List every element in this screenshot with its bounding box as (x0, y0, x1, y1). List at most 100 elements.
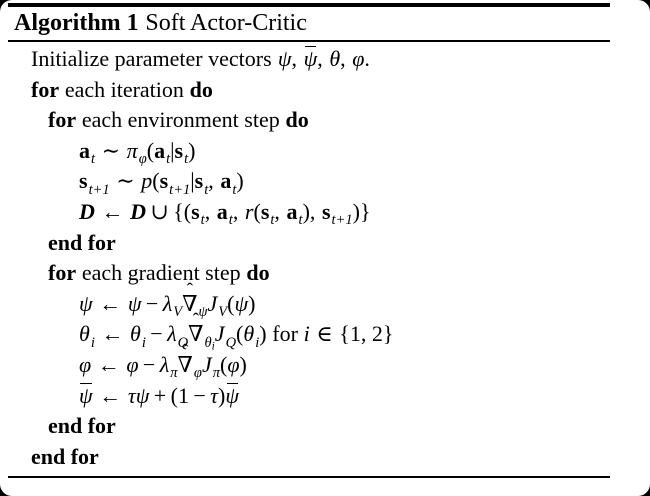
plus-operator: + (153, 382, 167, 408)
number-one: 1 (177, 382, 189, 408)
minus-operator: − (193, 382, 206, 408)
sub-t: t (270, 212, 275, 229)
comma: , (208, 168, 214, 194)
header-rule (8, 40, 610, 42)
comma: , (309, 198, 316, 224)
vec-s: s (79, 168, 88, 194)
sym-phi: φ (126, 351, 139, 377)
sub-pi: π (212, 365, 220, 382)
for-condition: each environment step (81, 107, 280, 133)
sym-theta: θ (204, 334, 212, 351)
sym-psi: ψ (79, 290, 93, 316)
minus-operator: − (150, 321, 163, 347)
rbrace: } (382, 321, 394, 347)
minus-operator: − (145, 290, 159, 316)
comma: , (340, 46, 346, 71)
set-one-two: 1, 2 (349, 321, 383, 347)
for-condition: each gradient step (81, 260, 241, 286)
rparen: ) (218, 382, 226, 408)
line-sample-action: at∼πφ(at|st) (0, 136, 650, 167)
for-keyword: for (48, 107, 77, 133)
comma: , (291, 46, 297, 71)
line-update-psi-bar: ψ←τψ+(1−τ)ψ (0, 381, 650, 412)
rparen: ) (239, 351, 247, 377)
sym-psi: ψ (135, 382, 150, 408)
top-rule (8, 3, 610, 7)
nabla-hat: ˆ∇ (182, 280, 197, 320)
end-for-keyword: end for (48, 413, 116, 439)
rparen: ) (248, 290, 256, 316)
lparen: ( (236, 321, 244, 347)
sub-t1: t+1 (169, 181, 191, 198)
nabla-operator: ∇ (188, 321, 204, 347)
lparen: ( (253, 198, 261, 224)
pipe: | (190, 168, 195, 194)
line-end-for-grad: end for (0, 411, 650, 442)
line-replay-buffer: D←D∪{(st,at,r(st,at),st+1)} (0, 197, 650, 228)
sub-t: t (204, 181, 209, 198)
hat-accent: ˆ (186, 279, 194, 301)
do-keyword: do (285, 107, 309, 133)
algorithm-label: Algorithm 1 (14, 10, 139, 36)
sub-Q: Q (177, 334, 189, 351)
vec-s: s (174, 137, 184, 163)
lbrace: { (173, 198, 184, 224)
sym-psi-bar: ψ (79, 381, 93, 412)
sub-t1: t+1 (88, 181, 110, 198)
line-end-for-iteration: end for (0, 442, 650, 473)
vec-s: s (260, 198, 270, 224)
sub-pi: π (170, 365, 178, 382)
sub-t: t (232, 181, 237, 198)
sym-theta: θ (79, 321, 90, 347)
minus-operator: − (142, 351, 156, 377)
index-i: i (303, 321, 310, 347)
sub-theta-i: θi (205, 335, 215, 351)
for-word: for (272, 321, 298, 347)
vec-a: a (79, 137, 90, 163)
buffer-D: D (130, 198, 146, 224)
for-keyword: for (48, 260, 77, 286)
comma: , (232, 198, 239, 224)
sym-theta: θ (329, 46, 341, 71)
line-end-for-env: end for (0, 228, 650, 259)
vec-a: a (154, 137, 166, 163)
gets-arrow: ← (101, 198, 124, 224)
lparen: ( (227, 290, 235, 316)
rparen: ) (352, 198, 360, 224)
objective-J: J (214, 321, 225, 347)
end-for-keyword: end for (48, 229, 116, 255)
lparen: ( (220, 351, 228, 377)
do-keyword: do (189, 76, 213, 102)
sym-p: p (141, 168, 153, 194)
lparen: ( (183, 198, 192, 224)
lparen: ( (152, 168, 160, 194)
rparen: ) (259, 321, 267, 347)
sub-i: i (141, 334, 146, 351)
pipe: | (170, 137, 175, 163)
for-condition: each iteration (64, 76, 184, 102)
sym-phi: φ (352, 46, 365, 71)
vec-a: a (216, 198, 228, 224)
objective-J: J (201, 351, 212, 377)
gets-arrow: ← (99, 290, 122, 316)
bottom-rule (8, 476, 610, 479)
vec-a: a (286, 198, 298, 224)
sym-tau: τ (210, 382, 219, 408)
sym-psi: ψ (127, 290, 142, 316)
sub-psi: ψ (198, 304, 208, 321)
vec-s: s (191, 198, 200, 224)
gets-arrow: ← (99, 382, 122, 408)
nabla-operator: ∇ (177, 351, 193, 377)
sub-t1: t+1 (331, 212, 353, 229)
sym-tau: τ (127, 382, 136, 408)
comma: , (317, 46, 323, 71)
sim-operator: ∼ (116, 168, 135, 194)
period: . (364, 46, 370, 71)
